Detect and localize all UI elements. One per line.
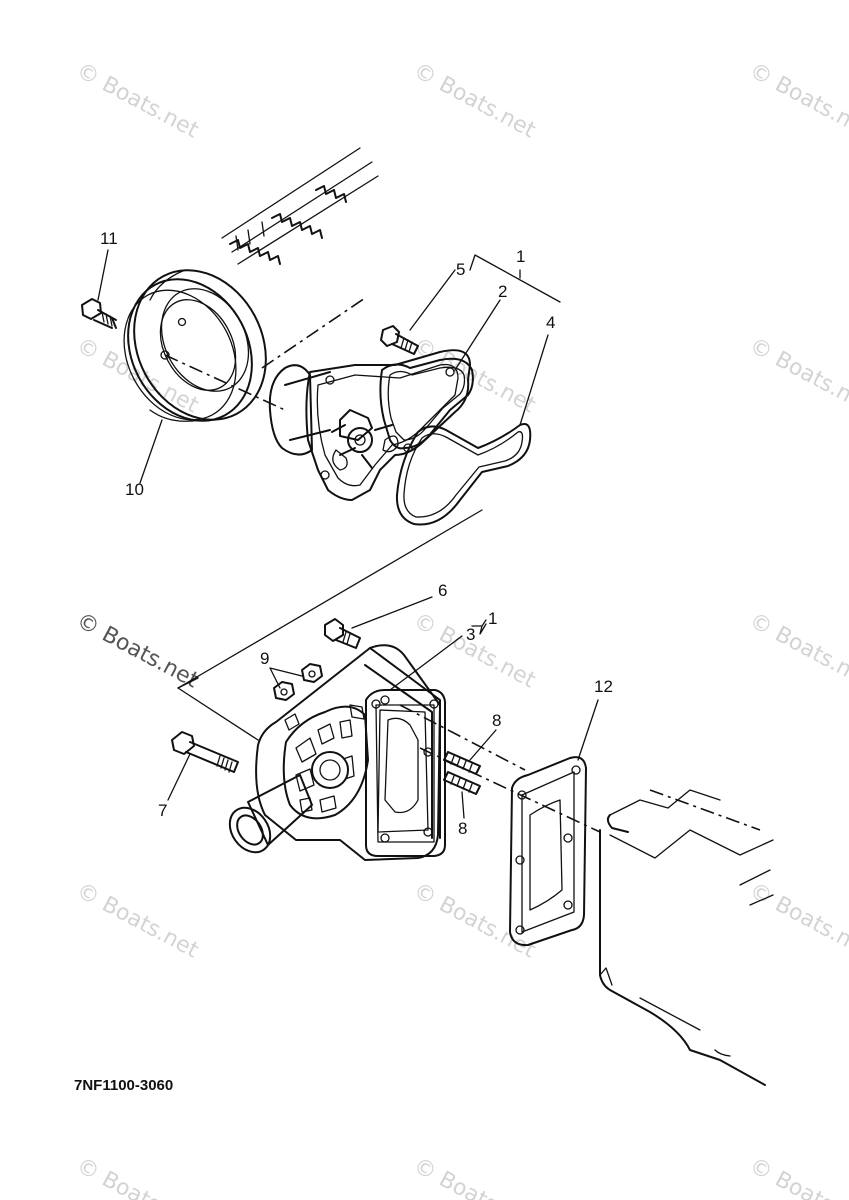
watermark-14: © Boats.net	[409, 1153, 540, 1200]
watermark-2: © Boats.net	[409, 58, 540, 143]
label-1-lower: 1	[488, 609, 497, 628]
label-3: 3	[466, 625, 475, 644]
pulley	[123, 269, 267, 422]
watermark-9: © Boats.net	[745, 608, 849, 693]
o-ring-4	[395, 423, 532, 526]
watermark-15: © Boats.net	[745, 1153, 849, 1200]
label-1-upper: 1	[516, 247, 525, 266]
label-2: 2	[498, 282, 507, 301]
outlet-pipe	[228, 774, 313, 854]
engine-block	[599, 789, 774, 1086]
studs-8	[443, 751, 481, 795]
gasket-3	[365, 689, 446, 857]
leader-lines-lower	[167, 596, 599, 819]
callout-labels: 1 5 2 4 11 10 6 1 3 9 7 8 8 12	[100, 229, 613, 838]
bolt-5	[380, 325, 419, 355]
label-12: 12	[594, 677, 613, 696]
bolt-6	[324, 618, 361, 649]
label-6: 6	[438, 581, 447, 600]
watermark-13: © Boats.net	[72, 1153, 203, 1200]
label-11: 11	[100, 229, 118, 248]
watermark-6: © Boats.net	[745, 333, 849, 418]
bolt-7	[171, 731, 239, 773]
watermark-10: © Boats.net	[72, 878, 203, 963]
watermarks: © Boats.net © Boats.net © Boats.net © Bo…	[72, 58, 849, 1200]
label-8-upper: 8	[492, 711, 501, 730]
gasket-2	[379, 357, 474, 450]
bolt-11	[81, 298, 117, 329]
label-5: 5	[456, 260, 465, 279]
label-10: 10	[125, 480, 144, 499]
label-7: 7	[158, 801, 167, 820]
label-8-lower: 8	[458, 819, 467, 838]
label-4: 4	[546, 313, 555, 332]
diagram-code: 7NF1100-3060	[74, 1077, 173, 1094]
watermark-7: © Boats.net	[72, 608, 203, 693]
watermark-12: © Boats.net	[745, 878, 849, 963]
watermark-5: © Boats.net	[409, 333, 540, 418]
water-pump	[268, 349, 471, 501]
watermark-3: © Boats.net	[745, 58, 849, 143]
timing-belt	[221, 147, 379, 265]
watermark-1: © Boats.net	[72, 58, 203, 143]
leader-lines-upper	[97, 249, 561, 689]
pump-cover-housing	[255, 644, 441, 861]
watermark-11: © Boats.net	[409, 878, 540, 963]
watermark-8: © Boats.net	[409, 608, 540, 693]
label-9: 9	[260, 649, 269, 668]
nuts-9	[273, 663, 323, 701]
gasket-12	[509, 756, 587, 947]
